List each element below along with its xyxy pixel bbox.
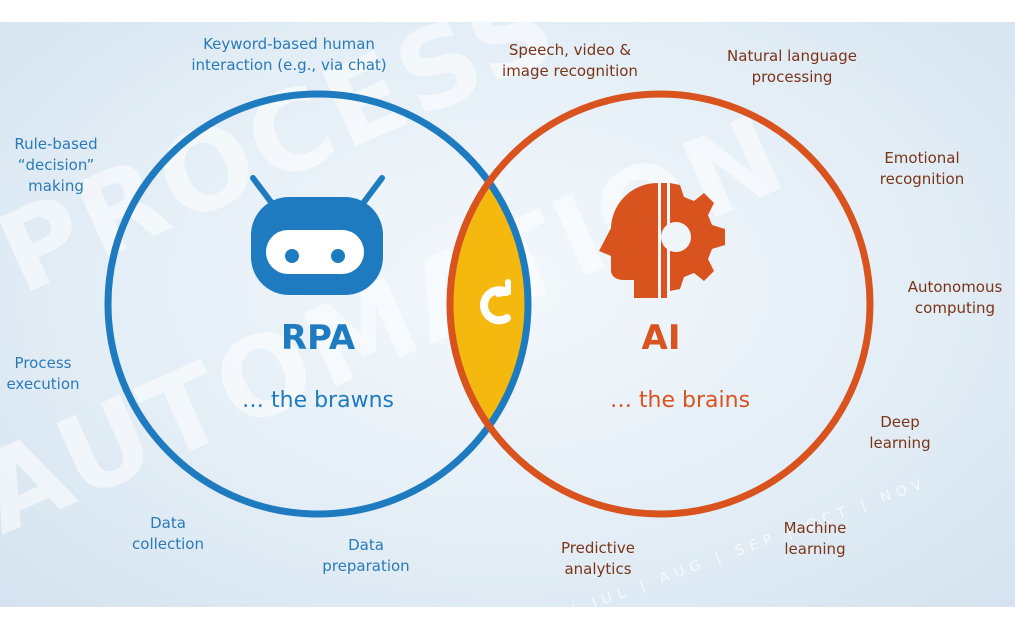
ai-circle [446, 90, 874, 518]
ai-label-autonomous-computing: Autonomous computing [907, 278, 1003, 317]
ai-label-deep-learning: Deep learning [869, 413, 931, 452]
ai-label-predictive-analytics: Predictive analytics [561, 539, 635, 578]
refresh-cycle-icon [480, 279, 511, 325]
ai-label-machine-learning: Machine learning [783, 519, 847, 558]
rpa-title: RPA [280, 318, 356, 358]
rpa-label-data-preparation: Data preparation [322, 536, 410, 575]
ai-label-speech-video: Speech, video & image recognition [502, 41, 638, 80]
robot-icon [250, 175, 385, 295]
ai-subtitle: … the brains [609, 388, 751, 413]
ai-title: AI [641, 318, 681, 358]
ai-label-emotional-recognition: Emotional recognition [879, 149, 965, 188]
rpa-circle [104, 90, 532, 518]
ai-label-nlp: Natural language processing [727, 47, 857, 86]
rpa-label-rule-based: Rule-based “decision” making [14, 135, 98, 195]
rpa-label-process-execution: Process execution [6, 354, 80, 393]
rpa-subtitle: … the brawns [242, 388, 394, 413]
rpa-label-data-collection: Data collection [132, 514, 204, 553]
head-gear-icon [599, 183, 725, 298]
rpa-label-chat-interaction: Keyword-based human interaction (e.g., v… [191, 35, 387, 74]
